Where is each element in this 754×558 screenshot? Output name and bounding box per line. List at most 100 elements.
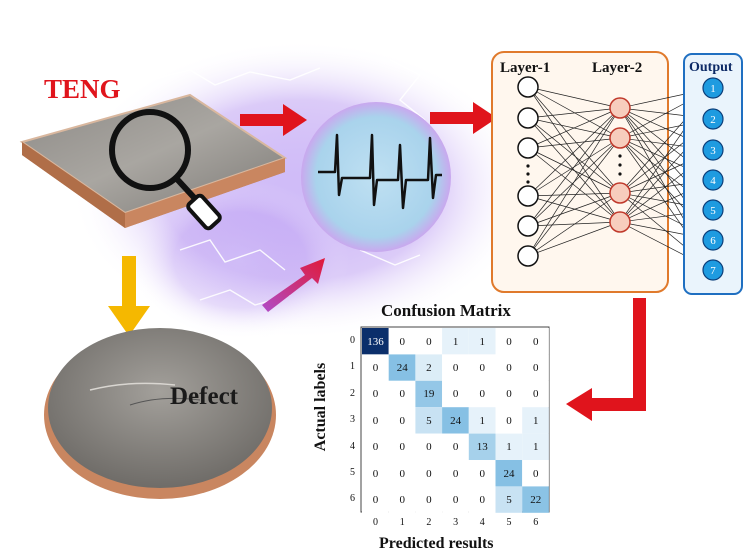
matrix-cell — [442, 433, 469, 460]
edge — [527, 86, 621, 223]
matrix-cell-value: 24 — [450, 414, 462, 427]
edge — [527, 147, 621, 194]
matrix-cell-value: 136 — [367, 335, 384, 348]
edge — [527, 147, 621, 223]
matrix-cell-value: 22 — [530, 493, 542, 506]
matrix-cell-value: 1 — [479, 335, 486, 348]
matrix-cell — [468, 328, 496, 355]
x-tick-label: 5 — [506, 516, 512, 528]
matrix-cell-value: 5 — [506, 493, 512, 506]
edge — [527, 86, 621, 139]
output-node-label: 5 — [710, 205, 716, 217]
output-node-label: 4 — [710, 175, 716, 187]
y-tick-label: 1 — [350, 361, 355, 373]
edge — [527, 107, 621, 257]
output-node — [702, 229, 724, 251]
matrix-cell-value: 0 — [399, 467, 405, 480]
layer-2-node — [609, 182, 631, 204]
edge — [527, 86, 621, 109]
layer-1-label: Layer-1 — [500, 60, 551, 76]
signal-sphere — [301, 102, 451, 252]
layer-2-ellipsis — [618, 163, 622, 167]
edge — [527, 107, 621, 197]
matrix-cell — [495, 460, 523, 487]
matrix-cell-value: 0 — [452, 388, 459, 401]
matrix-cell-value: 0 — [372, 388, 379, 401]
edge — [527, 117, 621, 223]
matrix-cell — [442, 407, 469, 434]
matrix-cell — [362, 328, 389, 355]
output-label: Output — [689, 60, 733, 75]
matrix-cell — [362, 354, 389, 381]
purple-arrow-to-signal — [262, 258, 325, 312]
x-tick-label: 4 — [479, 516, 485, 528]
edge — [527, 107, 621, 119]
x-tick-label: 2 — [426, 516, 432, 528]
red-arrow-to-network — [430, 102, 497, 134]
confusion-matrix-ylabel: Actual labels — [312, 362, 330, 452]
matrix-cell-value: 1 — [532, 441, 539, 454]
output-node-label: 2 — [710, 114, 716, 126]
matrix-cell-value: 1 — [452, 335, 459, 348]
layer-1-ellipsis — [526, 172, 530, 176]
matrix-cell — [415, 354, 443, 381]
matrix-cell-value: 5 — [426, 414, 432, 427]
y-tick-label: 2 — [350, 387, 355, 399]
magnifier-icon — [109, 109, 222, 231]
edge — [527, 221, 621, 227]
teng-label: TENG — [44, 74, 121, 104]
matrix-cell-value: 0 — [452, 441, 459, 454]
matrix-cell — [468, 354, 496, 381]
x-tick-label: 1 — [399, 516, 405, 528]
matrix-cell — [442, 380, 469, 408]
confusion-matrix-cells — [362, 328, 549, 513]
matrix-cell — [495, 328, 523, 355]
edge — [527, 137, 621, 257]
layer-2-node — [609, 97, 631, 119]
matrix-cell — [468, 433, 496, 460]
matrix-cell-value: 24 — [503, 467, 515, 480]
matrix-cell-value: 19 — [423, 388, 435, 401]
layer-1-ellipsis — [526, 180, 530, 184]
matrix-cell-value: 0 — [399, 493, 405, 506]
output-node — [702, 169, 724, 191]
red-arrow-to-matrix — [566, 298, 646, 421]
matrix-cell-value: 0 — [399, 414, 405, 427]
defect-disc — [44, 328, 276, 499]
matrix-cell — [522, 328, 549, 355]
y-tick-label: 4 — [350, 440, 355, 452]
matrix-cell — [495, 380, 523, 408]
edge — [527, 137, 621, 149]
layer-1-node — [517, 215, 539, 237]
confusion-matrix-title: Confusion Matrix — [381, 301, 511, 320]
y-tick-label: 5 — [350, 467, 355, 478]
matrix-cell-value: 0 — [479, 493, 486, 506]
matrix-cell-value: 0 — [426, 467, 432, 480]
matrix-cell — [495, 354, 523, 381]
layer-2-ellipsis — [618, 172, 622, 176]
matrix-cell-value: 1 — [479, 414, 486, 427]
matrix-cell — [415, 433, 443, 460]
matrix-cell — [442, 328, 469, 355]
matrix-cell — [388, 486, 416, 513]
matrix-cell-value: 0 — [372, 441, 379, 454]
matrix-cell-value: 0 — [452, 493, 459, 506]
matrix-cell — [388, 460, 416, 487]
layer-1-node — [517, 137, 539, 159]
confusion-matrix-xlabel: Predicted results — [379, 535, 494, 552]
layer-2-label: Layer-2 — [592, 60, 643, 76]
matrix-cell — [522, 380, 549, 408]
matrix-cell-value: 0 — [372, 414, 379, 427]
red-arrow-to-signal — [240, 104, 307, 136]
edge — [527, 86, 621, 194]
matrix-cell-value: 0 — [452, 467, 459, 480]
matrix-cell — [522, 354, 549, 381]
matrix-cell — [468, 407, 496, 434]
layer-1-node — [517, 76, 539, 98]
output-node-label: 6 — [710, 235, 716, 247]
matrix-cell-value: 0 — [452, 361, 459, 374]
matrix-cell — [362, 486, 389, 513]
matrix-cell — [442, 460, 469, 487]
layer-1-ellipsis — [526, 164, 530, 168]
